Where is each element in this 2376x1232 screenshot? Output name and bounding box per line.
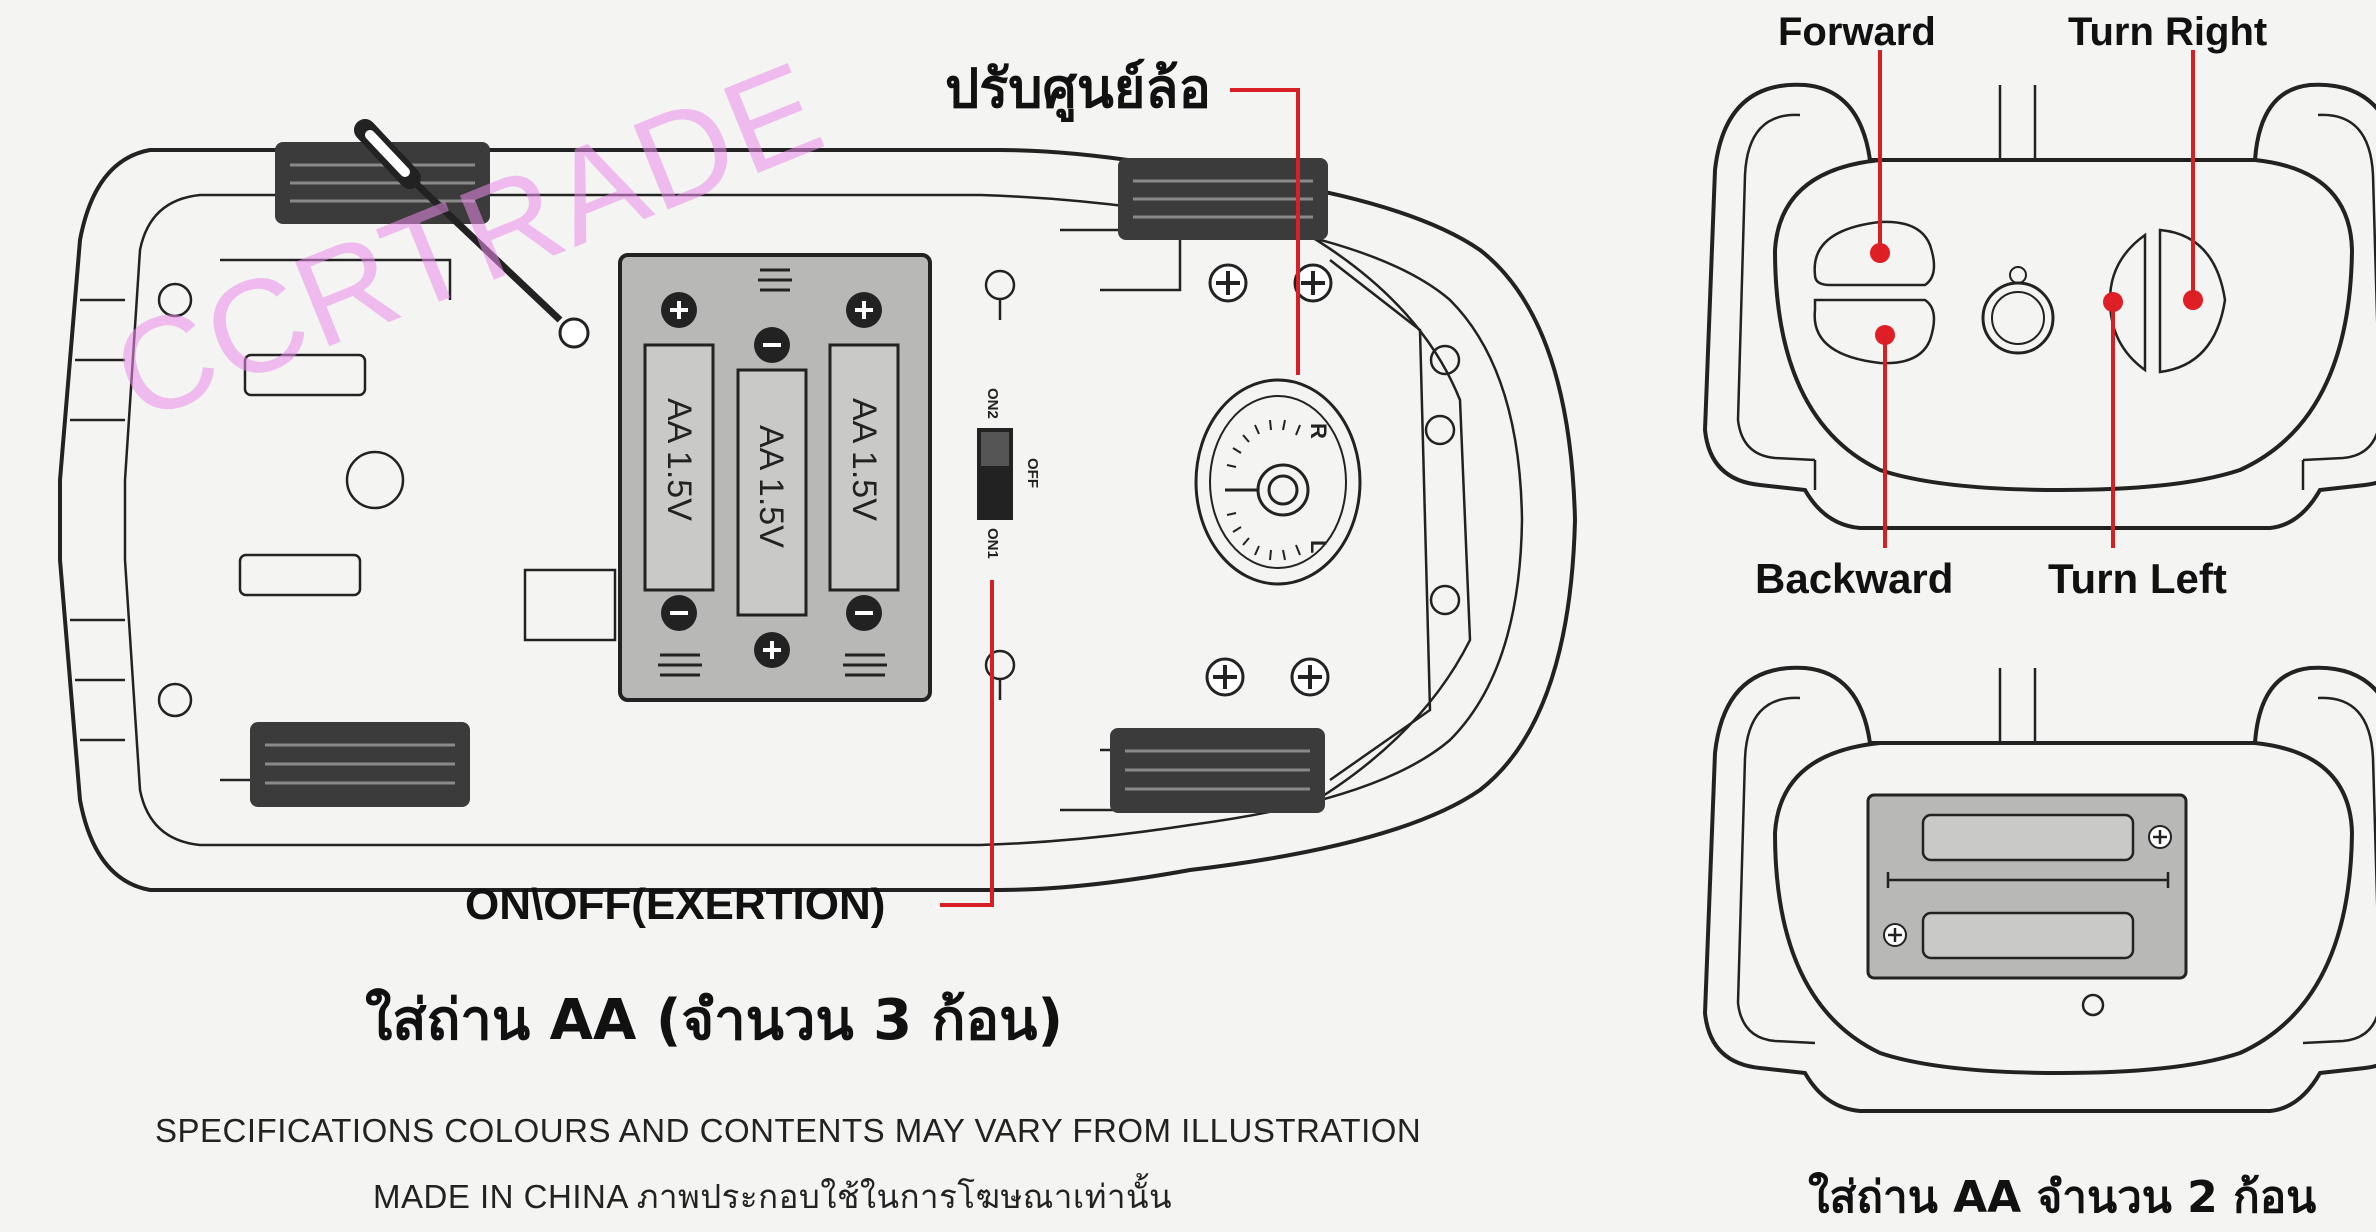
battery-cell-3: AA 1.5V bbox=[845, 398, 883, 521]
battery-cell-2: AA 1.5V bbox=[752, 425, 790, 548]
screwdriver-icon bbox=[354, 119, 590, 349]
car-callout-lines bbox=[940, 88, 1300, 907]
switch-on2-label: ON2 bbox=[984, 388, 1001, 419]
forward-label: Forward bbox=[1778, 10, 1936, 54]
backward-label: Backward bbox=[1755, 555, 1954, 602]
spec-line-1: SPECIFICATIONS COLOURS AND CONTENTS MAY … bbox=[155, 1112, 1422, 1149]
battery-cell-1: AA 1.5V bbox=[660, 398, 698, 521]
power-switch[interactable] bbox=[977, 428, 1013, 520]
car-battery-tray bbox=[618, 253, 932, 702]
car-battery-label: ใส่ถ่าน AA (จำนวน 3 ก้อน) bbox=[365, 988, 1064, 1053]
turn-left-label: Turn Left bbox=[2048, 555, 2227, 602]
onoff-label: ON\OFF(EXERTION) bbox=[465, 880, 886, 929]
spec-line-2: MADE IN CHINA ภาพประกอบใช้ในการโฆษณาเท่า… bbox=[373, 1178, 1173, 1215]
remote-front bbox=[1702, 50, 2376, 548]
switch-on1-label: ON1 bbox=[984, 528, 1001, 559]
wheel-center-dial[interactable] bbox=[1194, 378, 1362, 586]
turn-right-label: Turn Right bbox=[2068, 10, 2268, 54]
car-wheels bbox=[250, 142, 1328, 813]
remote-battery-label: ใส่ถ่าน AA จำนวน 2 ก้อน bbox=[1808, 1172, 2317, 1223]
dial-l-label: L bbox=[1306, 540, 1331, 553]
remote-back bbox=[1702, 665, 2376, 1113]
switch-off-label: OFF bbox=[1024, 458, 1041, 488]
axle-screws bbox=[1205, 263, 1333, 697]
wheel-center-label: ปรับศูนย์ล้อ bbox=[945, 57, 1211, 120]
dial-r-label: R bbox=[1306, 423, 1331, 439]
